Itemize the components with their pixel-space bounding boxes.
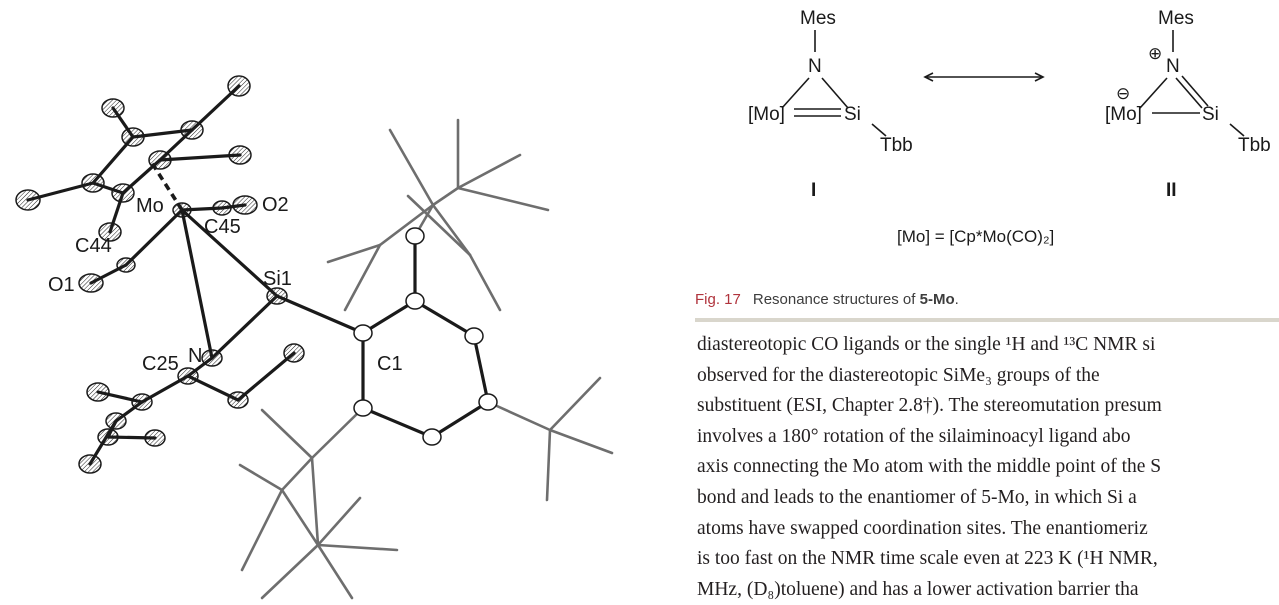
- atom-label-o1: O1: [48, 274, 75, 296]
- atom-label-si1: Si1: [263, 268, 292, 290]
- scheme-n-left: N: [808, 56, 822, 77]
- resonance-scheme: Mes N [Mo] Si Tbb I Mes N ⊕ ⊖ [Mo] Si Tb…: [748, 8, 1271, 246]
- atom-label-c45: C45: [204, 216, 241, 238]
- scheme-minus-charge: ⊖: [1116, 84, 1130, 103]
- body-line: substituent (ESI, Chapter 2.8†). The ste…: [697, 395, 1162, 417]
- caption-divider: [695, 318, 1279, 322]
- scheme-tbb-left: Tbb: [880, 135, 913, 156]
- figure-caption: Fig. 17 Resonance structures of 5-Mo.: [695, 291, 959, 308]
- body-line: MHz, (D₈)toluene) and has a lower activa…: [697, 578, 1139, 600]
- body-line: is too fast on the NMR time scale even a…: [697, 548, 1158, 570]
- figure-number: Fig. 17: [695, 291, 741, 308]
- body-line: observed for the diastereotopic SiMe₃ gr…: [697, 364, 1100, 386]
- caption-text: Resonance structures of: [752, 291, 920, 308]
- atom-label-n: N: [188, 345, 202, 367]
- caption-compound: 5-Mo: [919, 291, 955, 308]
- scheme-mes-left: Mes: [800, 8, 836, 29]
- atom-ellipsoids: [15, 75, 498, 474]
- body-line: bond and leads to the enantiomer of 5-Mo…: [697, 486, 1137, 508]
- body-line: diastereotopic CO ligands or the single …: [697, 334, 1156, 355]
- scheme-label-i: I: [811, 180, 816, 201]
- body-line: involves a 180° rotation of the silaimin…: [697, 425, 1131, 447]
- body-line: atoms have swapped coordination sites. T…: [697, 517, 1148, 539]
- scheme-label-ii: II: [1166, 180, 1177, 201]
- scheme-plus-charge: ⊕: [1148, 44, 1162, 63]
- scheme-si-right: Si: [1202, 104, 1219, 125]
- atom-label-mo: Mo: [136, 195, 164, 217]
- scheme-n-right: N: [1166, 56, 1180, 77]
- atom-label-c1: C1: [377, 353, 403, 375]
- scheme-mes-right: Mes: [1158, 8, 1194, 29]
- wireframe-substituents: [238, 118, 614, 600]
- body-paragraph: diastereotopic CO ligands or the single …: [697, 330, 1279, 605]
- atom-label-c25: C25: [142, 353, 179, 375]
- scheme-mo-definition: [Mo] = [Cp*Mo(CO)₂]: [897, 227, 1054, 246]
- crystal-structure-figure: Mo O2 C45 C44 O1 Si1 N C25 C1: [15, 75, 614, 600]
- atom-label-o2: O2: [262, 194, 289, 216]
- caption-end: .: [954, 291, 959, 308]
- scheme-mo-right: [Mo]: [1105, 104, 1142, 125]
- scheme-si-left: Si: [844, 104, 861, 125]
- scheme-mo-left: [Mo]: [748, 104, 785, 125]
- body-line: axis connecting the Mo atom with the mid…: [697, 456, 1162, 478]
- scheme-tbb-right: Tbb: [1238, 135, 1271, 156]
- atom-label-c44: C44: [75, 235, 112, 257]
